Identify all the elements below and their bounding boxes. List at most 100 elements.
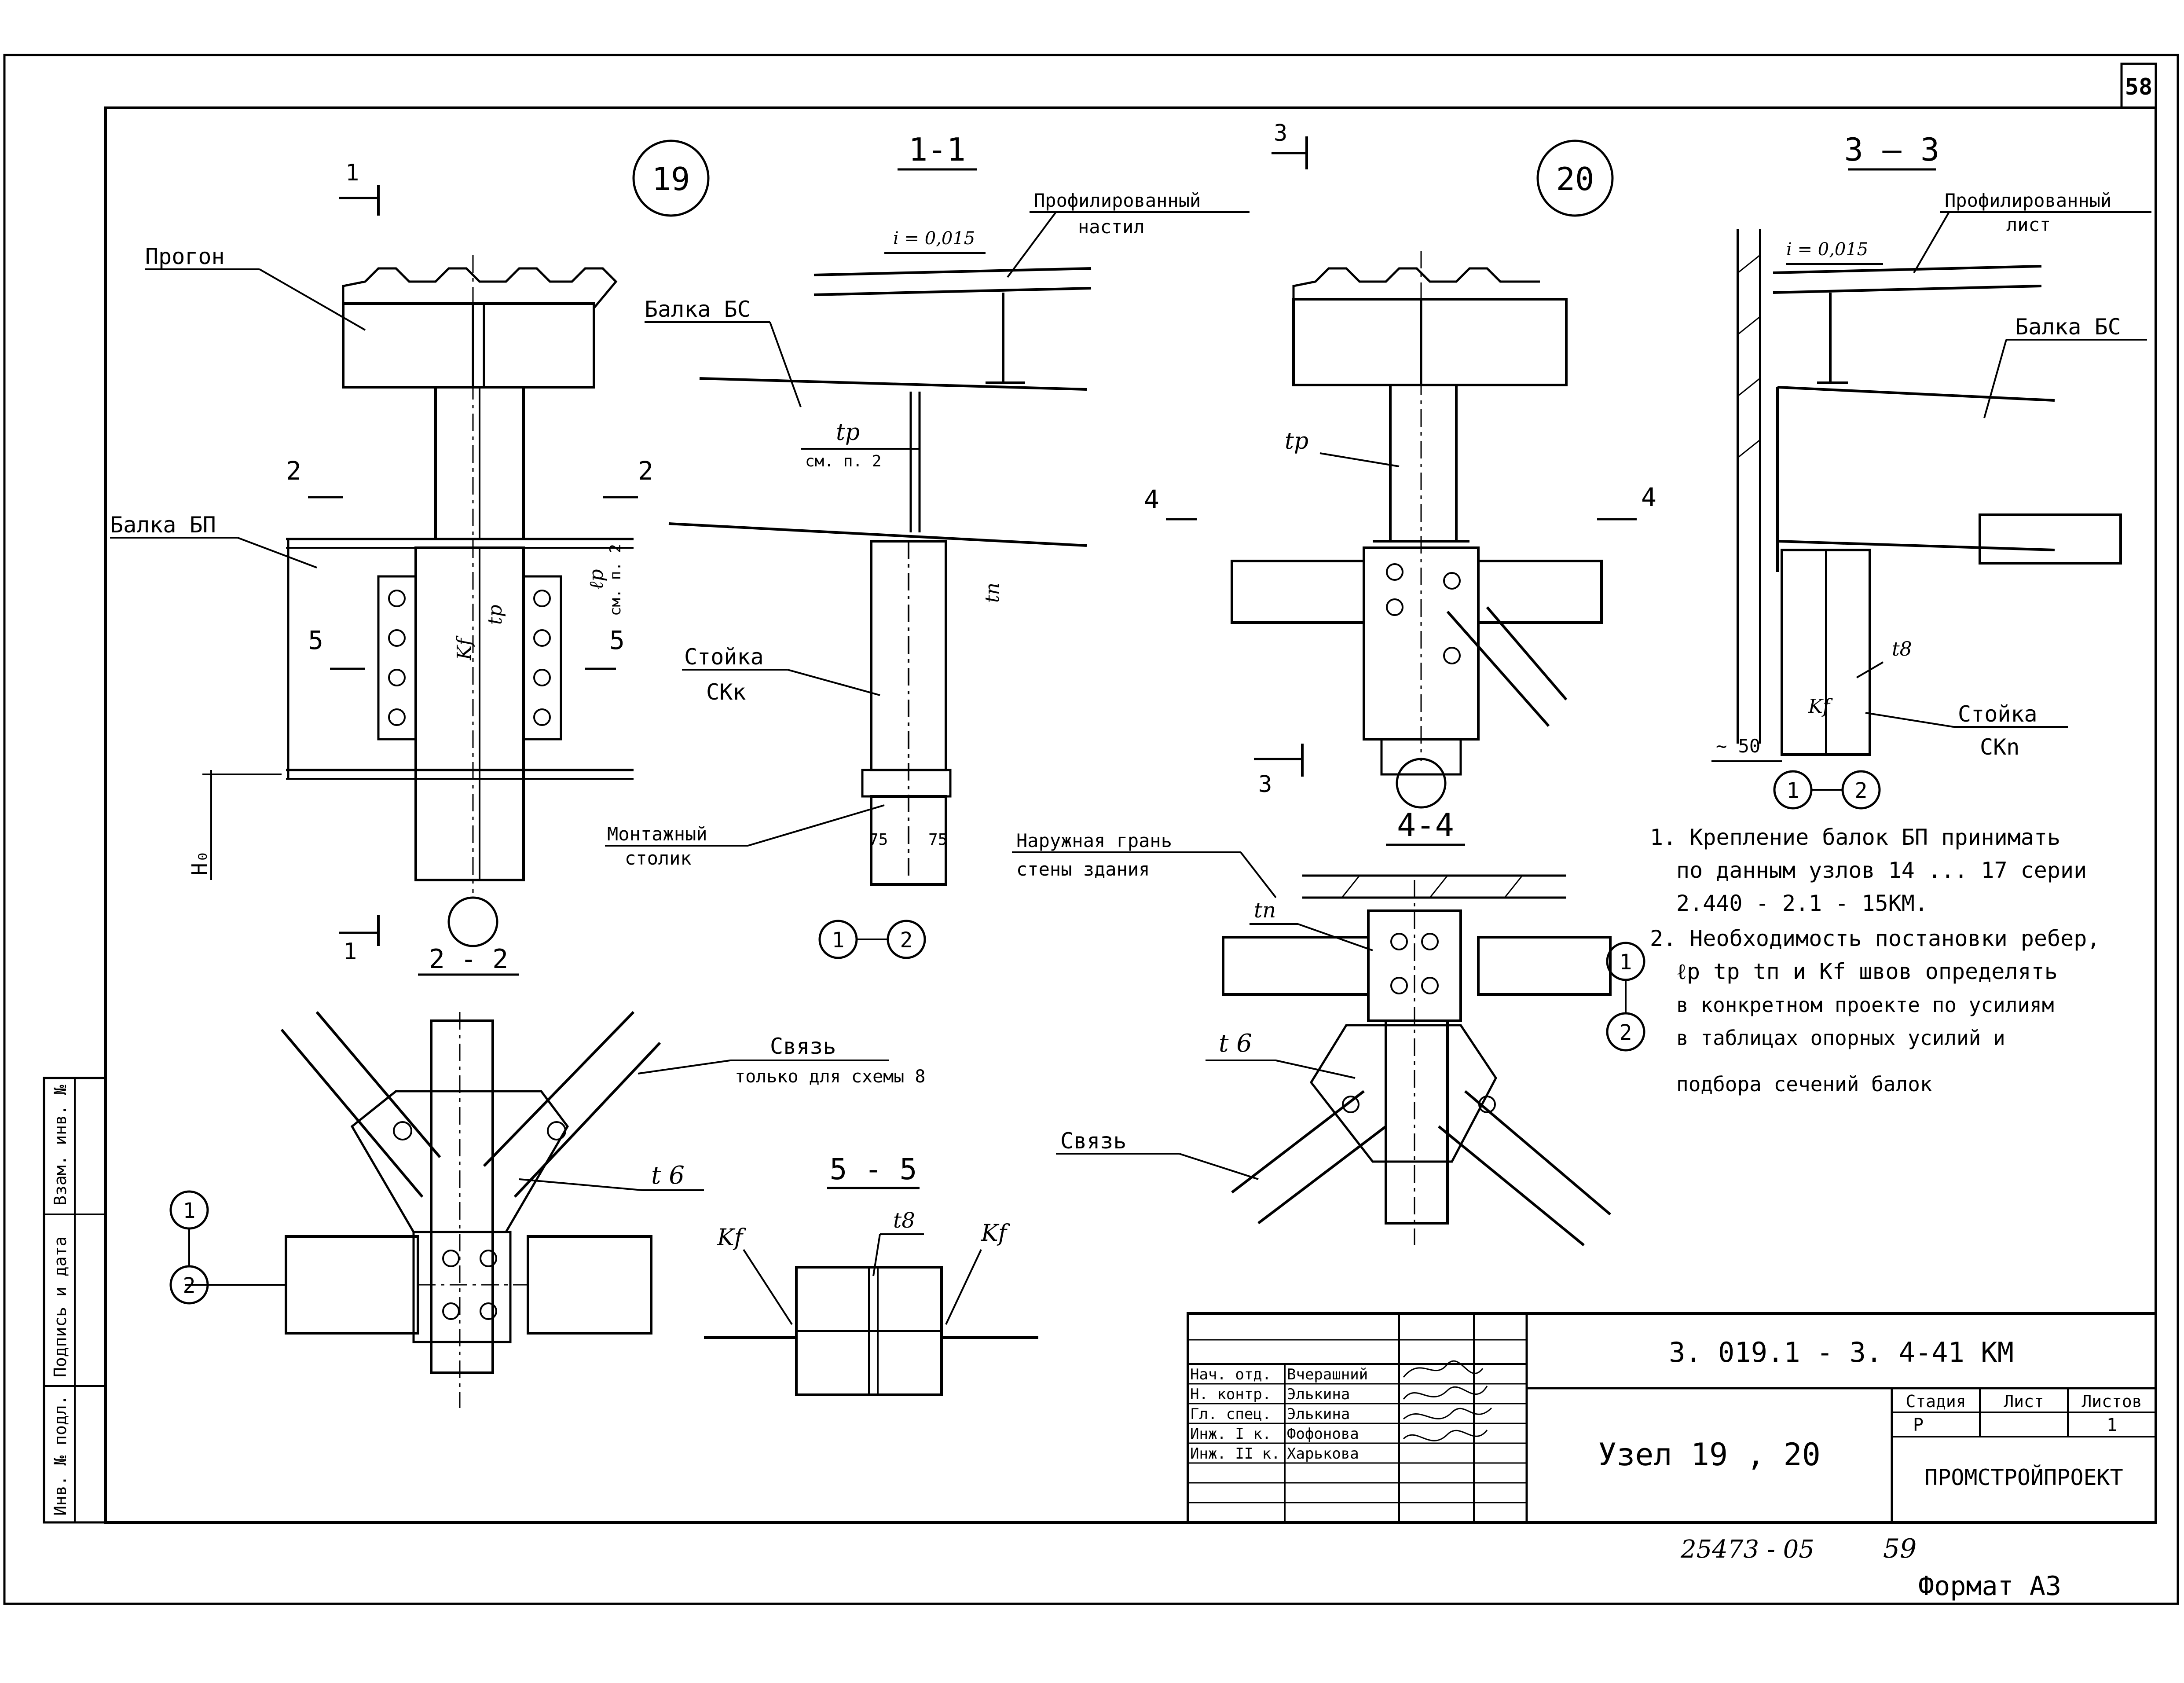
section-3-3-view: 3 – 3 Профилированный лист i = 0,015 Бал… bbox=[1711, 131, 2151, 810]
tb-role-5: Инж. II к. bbox=[1190, 1445, 1280, 1463]
stamp-inv-replace: Взам. инв. № bbox=[51, 1085, 70, 1206]
slope-1-1: i = 0,015 bbox=[893, 228, 975, 249]
node-19-view: 19 Н₀ Прогон bbox=[110, 139, 710, 965]
label-balka-bp: Балка БП bbox=[110, 512, 216, 538]
marker-4-right: 4 bbox=[1641, 482, 1656, 512]
label-t8-3-3: t8 bbox=[1892, 638, 1912, 660]
inventory-number: 25473 - 05 bbox=[1680, 1535, 1814, 1564]
label-svyaz-1: Связь bbox=[770, 1034, 836, 1059]
label-t6-4-4: t 6 bbox=[1219, 1029, 1252, 1058]
label-svyaz-note: только для схемы 8 bbox=[735, 1067, 925, 1087]
section-5-5-title: 5 - 5 bbox=[830, 1152, 917, 1186]
label-tp-note-1-1: см. п. 2 bbox=[805, 452, 881, 470]
node-20-view: 3 20 tр 4 4 3 bbox=[1144, 120, 1656, 809]
sheet-number: 58 bbox=[2125, 74, 2153, 100]
tb-title: Узел 19 , 20 bbox=[1598, 1437, 1821, 1473]
signatures bbox=[1403, 1360, 1492, 1441]
sheet-format: Формат А3 bbox=[1918, 1571, 2061, 1602]
label-tn-4-4: tп bbox=[1254, 898, 1276, 923]
ref-2-sec-3-3: 2 bbox=[1855, 778, 1868, 803]
note-line-5: ℓр tр tп и Kf швов определять bbox=[1676, 959, 2058, 984]
label-kf-3-3: Kf bbox=[1808, 695, 1833, 718]
label-prof-list-1: Профилированный bbox=[1945, 190, 2111, 211]
title-block: Нач. отд. Н. контр. Гл. спец. Инж. I к. … bbox=[1187, 1312, 2157, 1524]
marker-2-right: 2 bbox=[638, 456, 653, 486]
sheet-frame: 58 bbox=[3, 54, 2179, 1605]
label-balka-bs-1: Балка БС bbox=[645, 297, 751, 322]
label-lp-note: см. п. 2 bbox=[607, 544, 624, 616]
tb-role-3: Гл. спец. bbox=[1190, 1405, 1271, 1423]
label-outer-face-1: Наружная грань bbox=[1016, 830, 1172, 851]
section-3-3-title: 3 – 3 bbox=[1844, 131, 1940, 168]
label-montazh-1: Монтажный bbox=[607, 823, 707, 845]
label-tp-node19: tр bbox=[484, 605, 506, 625]
marker-2-left: 2 bbox=[286, 456, 301, 486]
marker-1-bottom: 1 bbox=[343, 939, 357, 965]
label-kf-5-5-right: Kf bbox=[981, 1220, 1010, 1247]
ref-1-sec-3-3: 1 bbox=[1787, 778, 1799, 803]
section-1-1-view: 1-1 i = 0,015 Профилированный настил Бал… bbox=[605, 131, 1250, 959]
tb-name-2: Элькина bbox=[1287, 1386, 1350, 1403]
inventory-page: 59 bbox=[1883, 1533, 1916, 1564]
dim-75-left: 75 bbox=[869, 831, 888, 849]
tb-sheet-header: Лист bbox=[2004, 1392, 2044, 1411]
label-stoika-ckn: СКn bbox=[1980, 734, 2019, 760]
section-2-2-view: 2 - 2 Связь только для схемы 8 t 6 1 2 bbox=[169, 944, 925, 1408]
label-prof-nastil-1: Профилированный bbox=[1034, 190, 1201, 211]
section-1-1-title: 1-1 bbox=[909, 131, 966, 168]
marker-5-right: 5 bbox=[609, 625, 625, 655]
label-balka-bs-3: Балка БС bbox=[2015, 314, 2121, 340]
side-stamp: Взам. инв. № Подпись и дата Инв. № подл. bbox=[43, 1077, 107, 1524]
ref-2-sec-2-2: 2 bbox=[183, 1273, 196, 1298]
label-stoika-1: Стойка bbox=[684, 644, 764, 670]
label-tp-node20: tр bbox=[1285, 428, 1308, 455]
note-line-7: в таблицах опорных усилий и bbox=[1676, 1026, 2005, 1050]
tb-role-2: Н. контр. bbox=[1190, 1386, 1271, 1403]
section-4-4-title: 4-4 bbox=[1397, 807, 1454, 843]
slope-3-3: i = 0,015 bbox=[1786, 239, 1868, 260]
tb-role-4: Инж. I к. bbox=[1190, 1425, 1271, 1443]
label-kf-5-5-left: Kf bbox=[717, 1225, 746, 1251]
stamp-inv-original: Инв. № подл. bbox=[51, 1395, 70, 1516]
label-tn-1-1: tп bbox=[981, 583, 1004, 603]
label-svyaz-2: Связь bbox=[1060, 1128, 1127, 1154]
label-stoika-ckk: СКк bbox=[706, 679, 746, 705]
node-20-number: 20 bbox=[1556, 161, 1594, 198]
ref-1-sec-1-1: 1 bbox=[832, 928, 845, 953]
note-line-2: по данным узлов 14 ... 17 серии bbox=[1676, 858, 2087, 883]
label-t8-5-5: t8 bbox=[893, 1208, 915, 1233]
label-outer-face-2: стены здания bbox=[1016, 858, 1150, 880]
node-19-number: 19 bbox=[652, 161, 690, 198]
section-5-5-view: 5 - 5 t8 Kf Kf bbox=[704, 1152, 1038, 1396]
note-line-3: 2.440 - 2.1 - 15КМ. bbox=[1676, 891, 1928, 916]
dim-75-right: 75 bbox=[928, 831, 947, 849]
tb-stage-header: Стадия bbox=[1906, 1392, 1966, 1411]
dim-50: ~ 50 bbox=[1716, 735, 1760, 757]
section-2-2-title: 2 - 2 bbox=[429, 944, 509, 975]
tb-name-3: Элькина bbox=[1287, 1405, 1350, 1423]
notes-block: 1. Крепление балок БП принимать по данны… bbox=[1650, 825, 2100, 1096]
marker-3-top: 3 bbox=[1274, 120, 1287, 147]
ref-2-sec-1-1: 2 bbox=[900, 928, 913, 953]
tb-org: ПРОМСТРОЙПРОЕКТ bbox=[1924, 1464, 2123, 1490]
tb-name-5: Харькова bbox=[1287, 1445, 1359, 1463]
dim-h0: Н₀ bbox=[187, 850, 212, 876]
label-lp: ℓр bbox=[585, 569, 608, 590]
note-line-8: подбора сечений балок bbox=[1676, 1072, 1932, 1096]
label-stoika-2: Стойка bbox=[1958, 701, 2037, 727]
ref-1-sec-4-4: 1 bbox=[1620, 950, 1632, 975]
marker-4-left: 4 bbox=[1144, 484, 1159, 514]
label-progon: Прогон bbox=[145, 244, 225, 269]
tb-code: 3. 019.1 - 3. 4-41 КМ bbox=[1669, 1336, 2014, 1368]
tb-name-4: Фофонова bbox=[1287, 1425, 1359, 1443]
section-4-4-view: 4-4 Наружная грань стены здания tп t 6 bbox=[1012, 807, 1645, 1247]
label-prof-list-2: лист bbox=[2006, 214, 2051, 235]
note-line-4: 2. Необходимость постановки ребер, bbox=[1650, 926, 2100, 951]
label-montazh-2: столик bbox=[625, 847, 692, 869]
label-t6-2-2: t 6 bbox=[651, 1161, 685, 1190]
stamp-sign-date: Подпись и дата bbox=[51, 1236, 70, 1377]
marker-5-left: 5 bbox=[308, 625, 323, 655]
note-line-1: 1. Крепление балок БП принимать bbox=[1650, 825, 2060, 850]
tb-name-1: Вчерашний bbox=[1287, 1366, 1368, 1383]
